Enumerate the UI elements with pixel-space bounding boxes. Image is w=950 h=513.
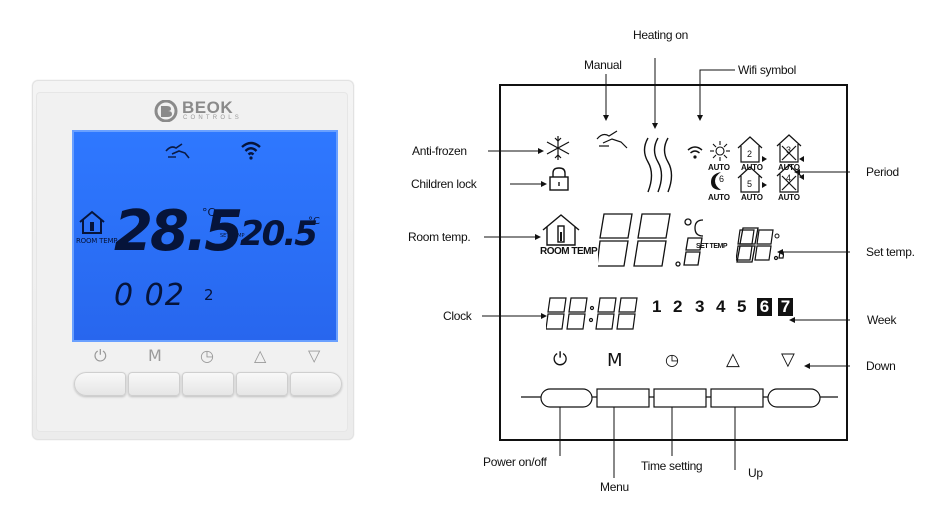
room-house-icon: [542, 214, 580, 246]
room-temp-value: 28.5: [114, 199, 243, 264]
room-temp-label: ROOM TEMP: [540, 246, 598, 257]
diagram-menu-symbol: M: [607, 350, 623, 371]
auto-label-6: AUTO: [778, 193, 800, 202]
menu-button[interactable]: [128, 372, 180, 396]
period-number-3: 3: [786, 145, 791, 155]
set-temp-label: SET TEMP: [220, 233, 245, 239]
power-label: Power on/off: [483, 455, 547, 469]
manual-hand-icon: [596, 130, 628, 149]
set-temp-callout: Set temp.: [866, 245, 915, 259]
thermostat-diagram-frame: [499, 84, 848, 441]
week-day-1: 1: [652, 297, 662, 316]
week-label: Week: [867, 313, 897, 327]
time-setting-label: Time setting: [641, 459, 703, 473]
moon-icon: [711, 172, 721, 190]
manual-label: Manual: [584, 58, 622, 72]
down-symbol: ▽: [308, 346, 321, 365]
up-symbol: △: [254, 346, 267, 365]
wifi-symbol-label: Wifi symbol: [738, 63, 797, 77]
week-day-5: 5: [737, 297, 747, 316]
wifi-icon: [241, 141, 261, 160]
period-label: Period: [866, 165, 899, 179]
menu-symbol: M: [148, 346, 162, 365]
period-house-5-icon: [737, 166, 767, 193]
diagram-power-symbol: ⏻: [553, 349, 568, 370]
manual-hand-icon: [165, 143, 190, 159]
clock-symbol: ◷: [200, 346, 214, 365]
heating-waves-icon: [643, 137, 673, 193]
auto-label-5: AUTO: [741, 193, 763, 202]
heating-on-label: Heating on: [633, 28, 689, 42]
diagram-down-symbol: ▽: [781, 349, 795, 370]
set-temp-value: 20.5: [240, 214, 318, 254]
set-temp-segments: [736, 229, 784, 261]
period-house-3-icon: [776, 134, 804, 163]
week-day-value: 2: [204, 286, 214, 304]
logo-mark-icon: [154, 100, 178, 122]
auto-label-2: AUTO: [741, 163, 763, 172]
down-label: Down: [866, 359, 896, 373]
sun-icon: [710, 141, 730, 161]
brand-logo: BEOK CONTROLS: [152, 98, 242, 124]
period-house-4-icon: [776, 164, 804, 193]
down-button[interactable]: [290, 372, 342, 396]
room-temp-label: ROOM TEMP: [76, 237, 118, 245]
lock-icon: [549, 167, 569, 191]
period-number-5: 5: [747, 179, 752, 189]
thermostat-photo: BEOK CONTROLS ROOM TEMP 28.5 °C SET TEMP…: [32, 80, 354, 440]
up-label: Up: [748, 466, 763, 480]
room-house-icon: [79, 210, 105, 234]
wifi-icon: [687, 146, 703, 159]
up-button[interactable]: [236, 372, 288, 396]
period-number-4: 4: [786, 173, 791, 183]
time-button[interactable]: [182, 372, 234, 396]
week-day-7: 7: [778, 298, 793, 316]
period-number-2: 2: [747, 149, 752, 159]
anti-frozen-label: Anti-frozen: [412, 144, 467, 158]
power-button[interactable]: [74, 372, 126, 396]
clock-value: 0 02: [114, 278, 185, 313]
snowflake-icon: [546, 136, 570, 160]
week-day-3: 3: [695, 297, 705, 316]
diagram-up-symbol: △: [726, 349, 740, 370]
week-day-4: 4: [716, 297, 726, 316]
week-day-2: 2: [673, 297, 683, 316]
auto-label-4: AUTO: [708, 193, 730, 202]
clock-segments: [546, 297, 638, 330]
brand-name: BEOK: [182, 98, 234, 117]
children-lock-label: Children lock: [411, 177, 477, 191]
auto-label-3: AUTO: [778, 163, 800, 172]
period-house-2-icon: [737, 136, 767, 163]
week-day-6: 6: [757, 298, 772, 316]
clock-label: Clock: [443, 309, 472, 323]
period-number-6: 6: [719, 174, 724, 184]
set-temp-label: SET TEMP: [696, 243, 728, 250]
room-temp-unit: °C: [202, 206, 216, 219]
brand-subtitle: CONTROLS: [183, 115, 242, 121]
room-temp-callout: Room temp.: [408, 230, 471, 244]
lcd-screen: ROOM TEMP 28.5 °C SET TEMP 20.5 °C 0 02 …: [72, 130, 338, 342]
diagram-clock-symbol: ◷: [665, 350, 679, 369]
auto-label-1: AUTO: [708, 163, 730, 172]
set-temp-unit: °C: [308, 216, 320, 227]
power-symbol: ⏻: [94, 346, 107, 365]
menu-label: Menu: [600, 480, 629, 494]
